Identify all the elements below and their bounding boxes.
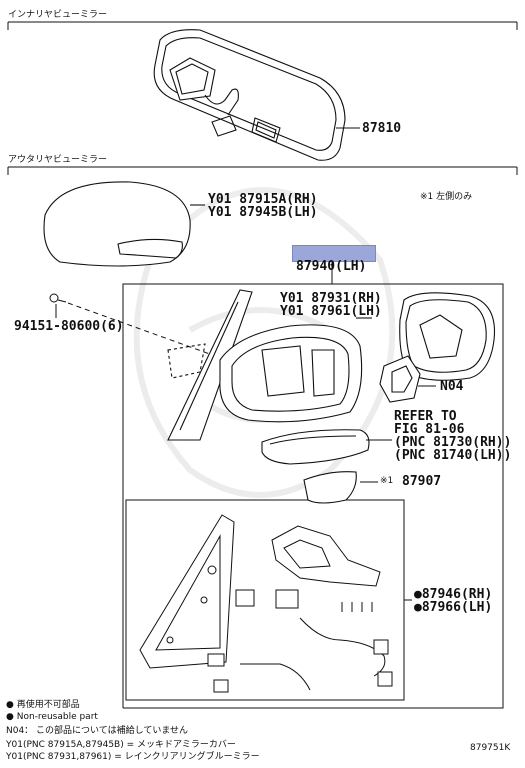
footnote-y01-cover: Y01(PNC 87915A,87945B) = メッキドアミラーカバー [6,740,236,750]
mirror-cover-drawing [43,181,205,267]
highlight-box [292,245,376,262]
figure-code: 879751K [470,743,511,753]
footnote-y01-mirror: Y01(PNC 87931,87961) = レインクリアリングブルーミラー [6,752,260,762]
section-title-inner-mirror: インナリヤビューミラー [8,10,108,20]
lower-cover-87907 [303,471,378,504]
refer-line-2[interactable]: FIG 81-06 [394,422,465,437]
refer-line-3: (PNC 81730(RH)) [394,435,512,450]
legend-non-reusable-en: ● Non-reusable part [6,712,98,722]
bracket-harness-drawing [139,514,412,693]
section-title-outer-mirror: アウタリヤビューミラー [8,155,108,165]
legend-non-reusable-jp: ● 再使用不可部品 [6,700,80,710]
part-label-94151[interactable]: 94151-80600(6) [14,319,124,334]
refer-line-1: REFER TO [394,409,457,424]
screw-94151 [49,293,233,363]
n04-motor-drawing [379,355,436,403]
part-label-87915a[interactable]: Y01 87915A(RH) [208,192,318,207]
part-label-n04[interactable]: N04 [440,379,464,394]
part-label-87961[interactable]: Y01 87961(LH) [280,304,382,319]
part-label-87966[interactable]: ●87966(LH) [414,600,493,615]
section-bracket-outer [7,166,518,175]
part-label-87940[interactable]: 87940(LH) [296,259,367,274]
turn-signal-drawing [261,429,392,465]
refer-line-4: (PNC 81740(LH)) [394,448,512,463]
part-label-87946[interactable]: ●87946(RH) [414,587,493,602]
part-label-87907[interactable]: 87907 [402,474,442,489]
footnote-n04: N04： この部品については補給していません [6,726,189,736]
inner-mirror-drawing [153,29,360,161]
part-label-87931[interactable]: Y01 87931(RH) [280,291,382,306]
mirror-body-drawing [167,289,372,441]
note-mark-87907: ※1 [380,476,394,486]
section-bracket-inner [7,21,518,30]
note-left-only: ※1 左側のみ [420,192,473,202]
part-label-87945b[interactable]: Y01 87945B(LH) [208,205,318,220]
part-label-87810[interactable]: 87810 [362,121,402,136]
